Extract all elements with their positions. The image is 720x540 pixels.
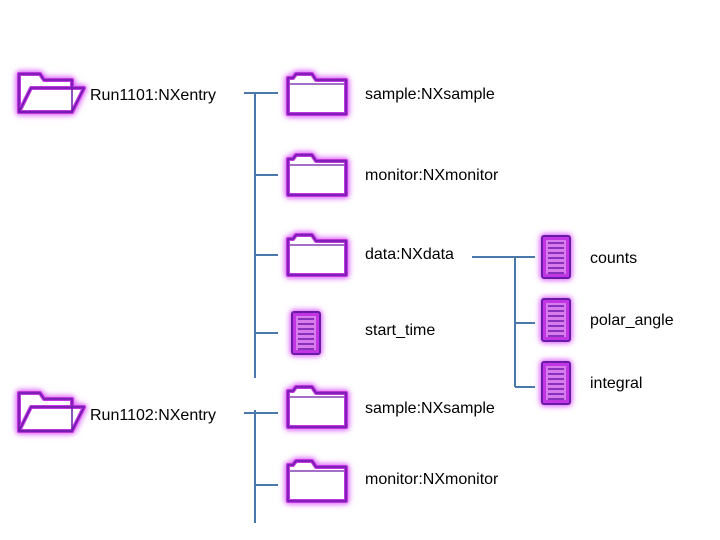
run1101-start-time-label[interactable]: start_time	[365, 322, 436, 339]
counts-label[interactable]: counts	[590, 250, 638, 267]
run1102-open-folder-icon[interactable]	[14, 385, 88, 442]
run1101-data-label[interactable]: data:NXdata	[365, 246, 454, 263]
run1101-start-time-document-icon[interactable]	[288, 309, 324, 362]
run1102-entry-label[interactable]: Run1102:NXentry	[90, 407, 216, 424]
run1101-open-folder-icon[interactable]	[14, 66, 88, 123]
run1101-sample-label[interactable]: sample:NXsample	[365, 86, 495, 103]
run1102-monitor-label[interactable]: monitor:NXmonitor	[365, 471, 499, 488]
run1101-sample-folder-icon[interactable]	[284, 68, 350, 123]
counts-document-icon[interactable]	[538, 233, 574, 286]
run1101-monitor-label[interactable]: monitor:NXmonitor	[365, 167, 499, 184]
run1102-sample-folder-icon[interactable]	[284, 381, 350, 436]
integral-document-icon[interactable]	[538, 359, 574, 412]
run1102-monitor-folder-icon[interactable]	[284, 455, 350, 510]
integral-label[interactable]: integral	[590, 375, 643, 392]
polar-angle-document-icon[interactable]	[538, 296, 574, 349]
run1101-entry-label[interactable]: Run1101:NXentry	[90, 87, 216, 104]
run1101-data-folder-icon[interactable]	[284, 229, 350, 284]
polar-angle-label[interactable]: polar_angle	[590, 312, 674, 329]
run1102-sample-label[interactable]: sample:NXsample	[365, 400, 495, 417]
run1101-monitor-folder-icon[interactable]	[284, 149, 350, 204]
